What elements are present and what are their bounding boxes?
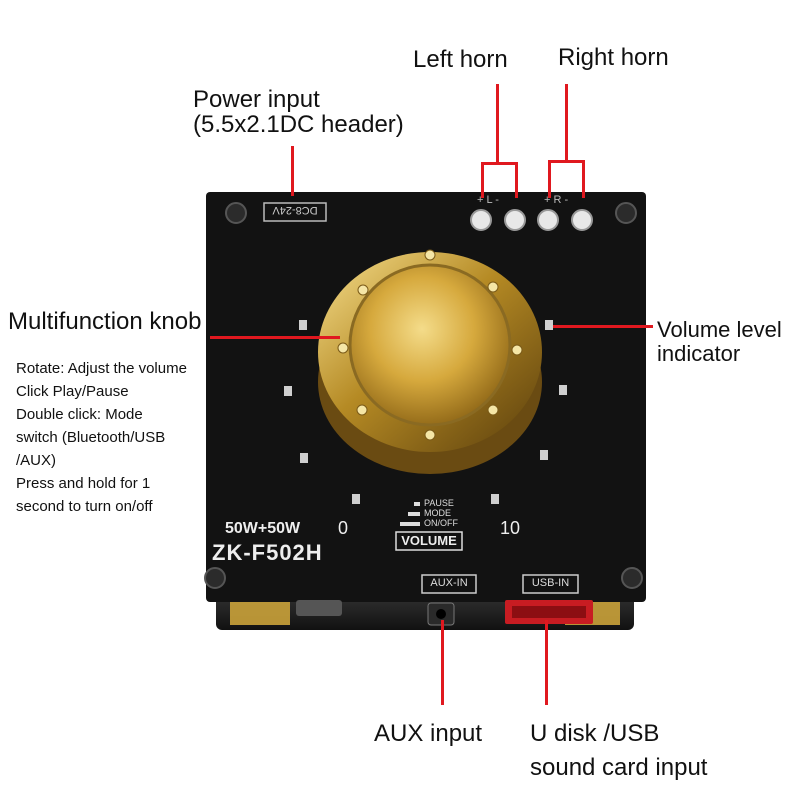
right-horn-label: Right horn <box>558 44 669 71</box>
volume-indicator-sublabel: indicator <box>657 341 741 366</box>
volume-label: VOLUME <box>401 533 457 548</box>
power-input-label: Power input <box>193 86 320 113</box>
usb-input-sublabel: sound card input <box>530 754 708 781</box>
speaker-terminals <box>470 209 593 231</box>
multifunction-knob-drawing <box>318 249 542 474</box>
dc-voltage-label: DC8-24V <box>272 204 318 216</box>
knob-leader <box>210 336 340 339</box>
usb-input-leader <box>545 620 548 705</box>
aux-input-label: AUX input <box>374 720 483 747</box>
power-input-sublabel: (5.5x2.1DC header) <box>193 111 404 138</box>
knob-function-line: second to turn on/off <box>16 498 153 515</box>
power-input-leader <box>291 146 294 196</box>
mode-onoff-label: ON/OFF <box>424 518 458 528</box>
knob-function-line: Double click: Mode <box>16 406 143 423</box>
multifunction-knob-label: Multifunction knob <box>8 308 202 335</box>
aux-in-label: AUX-IN <box>430 577 468 589</box>
knob-function-line: Press and hold for 1 <box>16 475 151 492</box>
usb-in-label: USB-IN <box>531 577 570 589</box>
aux-input-leader <box>441 620 444 705</box>
left-horn-bracket <box>481 162 518 165</box>
knob-function-line: switch (Bluetooth/USB <box>16 429 166 446</box>
knob-function-line: Click Play/Pause <box>16 383 129 400</box>
left-horn-label: Left horn <box>413 46 508 73</box>
mode-mode-label: MODE <box>424 508 451 518</box>
knob-function-list: Rotate: Adjust the volume Click Play/Pau… <box>16 357 216 518</box>
mode-pause-label: PAUSE <box>424 498 454 508</box>
knob-function-line: Rotate: Adjust the volume <box>16 360 187 377</box>
right-horn-bracket <box>548 160 585 163</box>
volume-indicator-leader <box>553 325 653 328</box>
scale-max: 10 <box>500 518 521 538</box>
dc-voltage-label-box <box>263 202 327 222</box>
model-name: ZK-F502H <box>212 540 323 565</box>
right-horn-leader <box>565 84 568 162</box>
power-rating: 50W+50W <box>225 520 301 537</box>
volume-led-ring <box>284 320 567 504</box>
left-horn-leader <box>496 84 499 164</box>
usb-input-label: U disk /USB <box>530 720 660 747</box>
volume-indicator-label: Volume level <box>657 317 782 342</box>
knob-function-line: /AUX) <box>16 452 57 469</box>
scale-min: 0 <box>338 518 349 538</box>
